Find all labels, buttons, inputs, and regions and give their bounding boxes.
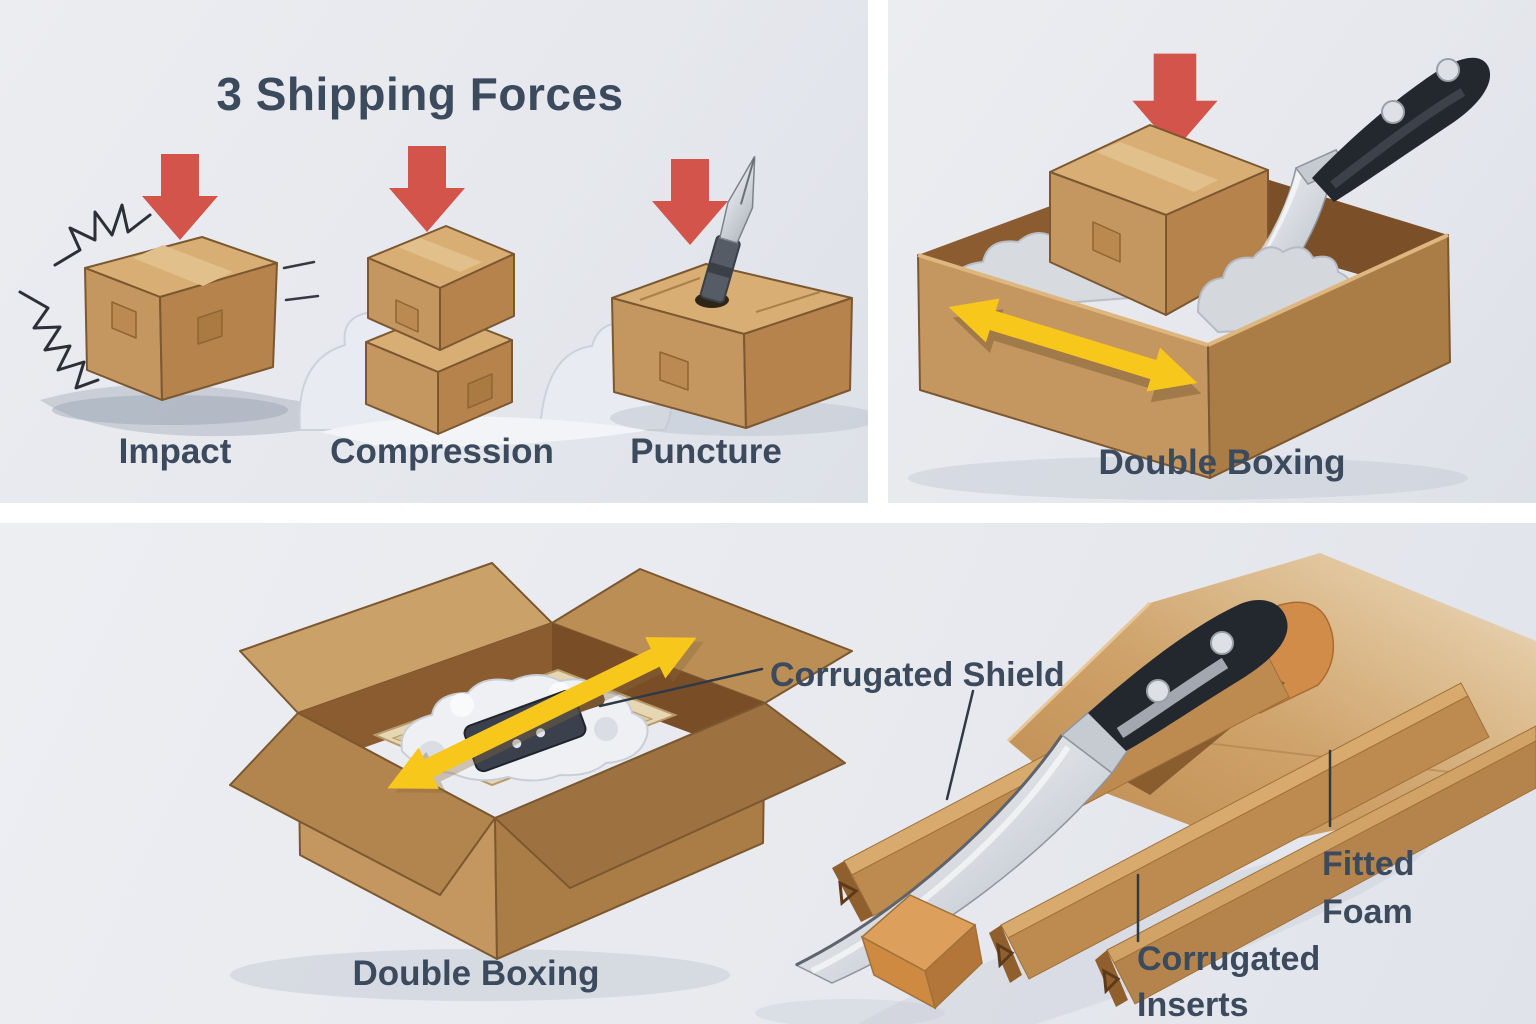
impact-starburst-icon (18, 290, 100, 390)
label-corrugated-inserts-line2: Inserts (1137, 986, 1249, 1024)
double-boxing-top-illustration: Double Boxing (908, 53, 1491, 500)
page-title: 3 Shipping Forces (216, 68, 623, 120)
rivet-icon (1146, 679, 1170, 703)
impact-box (84, 236, 278, 401)
yellow-double-arrow-icon (948, 298, 1202, 403)
shipping-forces-illustration: 3 Shipping Forces (18, 68, 868, 471)
knife-packaging-illustration: Double Boxing (229, 553, 1536, 1024)
panel-knife-packaging: Double Boxing (0, 523, 1536, 1024)
tip-protector (860, 894, 983, 1010)
puncture-illustration (610, 155, 868, 436)
caption-double-boxing-top: Double Boxing (1099, 443, 1346, 482)
connector-line (598, 667, 764, 708)
annotation-connectors (598, 667, 1332, 943)
knife-icon (794, 600, 1288, 984)
label-fitted-foam-line2: Foam (1322, 893, 1413, 931)
rivet-icon (1381, 100, 1405, 124)
knife-icon (1216, 57, 1491, 316)
label-puncture: Puncture (630, 432, 782, 471)
red-arrow-icon (652, 159, 728, 245)
label-impact: Impact (119, 432, 232, 471)
utility-blade-icon (699, 155, 756, 304)
corrugated-insert-rails (989, 682, 1536, 1007)
label-corrugated-inserts-line1: Corrugated (1137, 940, 1320, 978)
open-box-illustration (229, 562, 853, 1001)
impact-starburst-icon (53, 203, 152, 267)
panel-double-boxing-top: Double Boxing (888, 0, 1536, 503)
red-arrow-icon (1132, 53, 1218, 150)
label-compression: Compression (330, 432, 554, 471)
panel-shipping-forces: 3 Shipping Forces (0, 0, 868, 503)
compression-boxes (365, 225, 515, 435)
inner-box (1049, 124, 1269, 316)
puncture-box (611, 263, 853, 429)
impact-illustration (18, 203, 420, 437)
rivet-icon (1436, 58, 1460, 82)
label-corrugated-shield: Corrugated Shield (770, 656, 1065, 694)
connector-line (945, 689, 975, 801)
red-arrow-icon (142, 154, 218, 240)
rivet-icon (1210, 631, 1234, 655)
knife-packaging-assembly (755, 553, 1536, 1024)
red-arrow-icon (389, 146, 465, 232)
red-down-arrows (142, 146, 728, 245)
yellow-double-arrow-icon (387, 637, 705, 794)
label-fitted-foam-line1: Fitted (1322, 845, 1415, 883)
caption-double-boxing-bottom: Double Boxing (353, 954, 600, 993)
